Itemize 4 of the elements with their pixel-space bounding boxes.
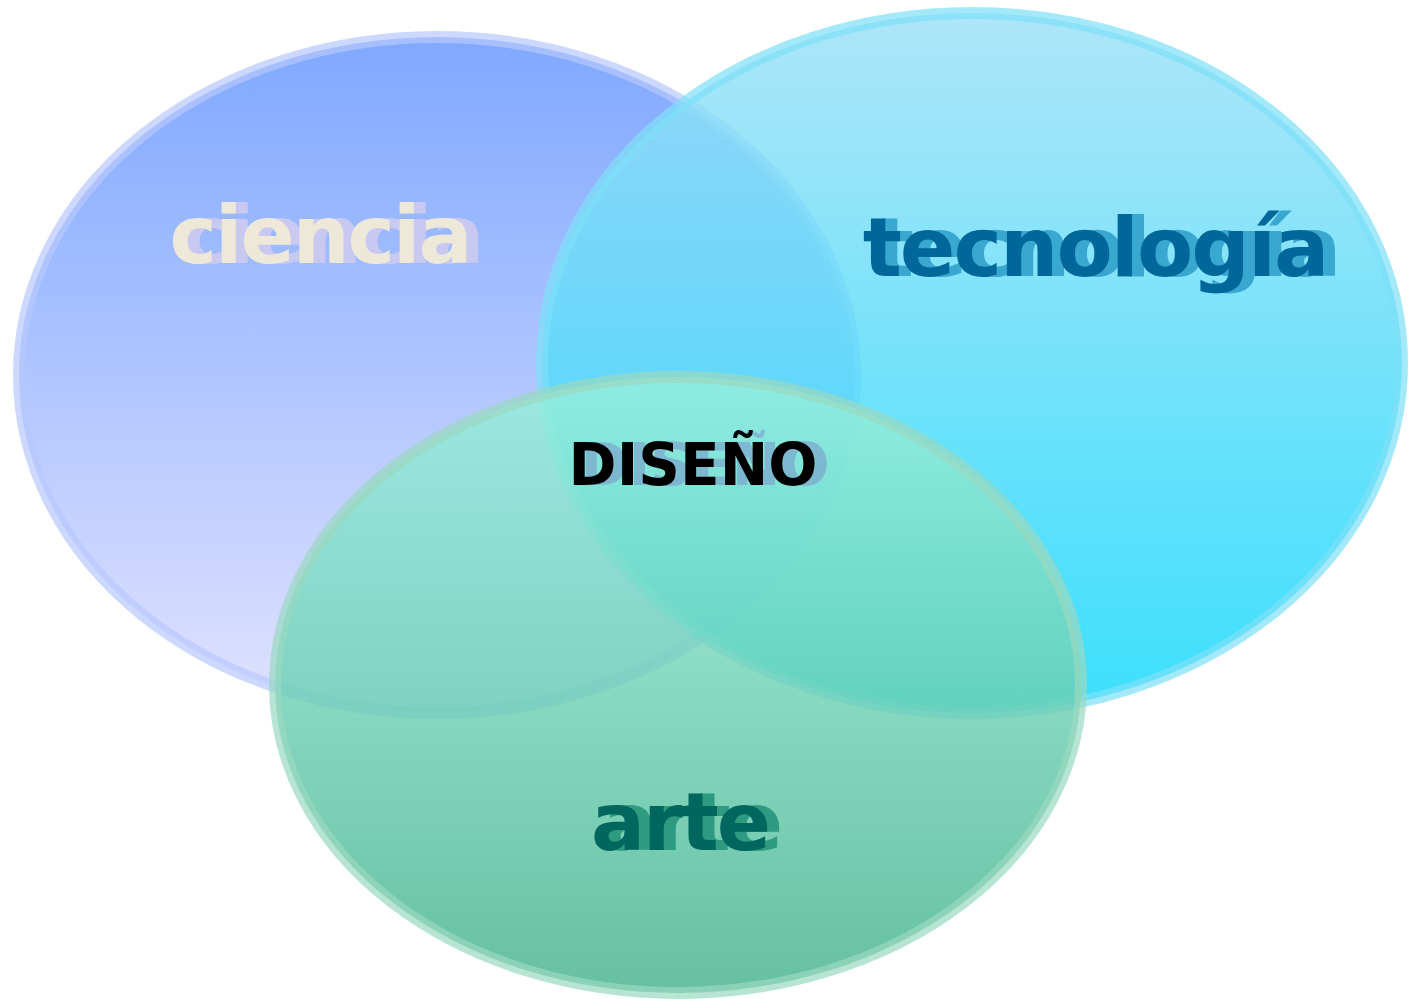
circle-label: tecnología <box>862 199 1328 295</box>
circle-label: arte <box>591 775 769 869</box>
center-label: DISEÑO <box>568 431 818 499</box>
circle-label: ciencia <box>169 188 471 282</box>
